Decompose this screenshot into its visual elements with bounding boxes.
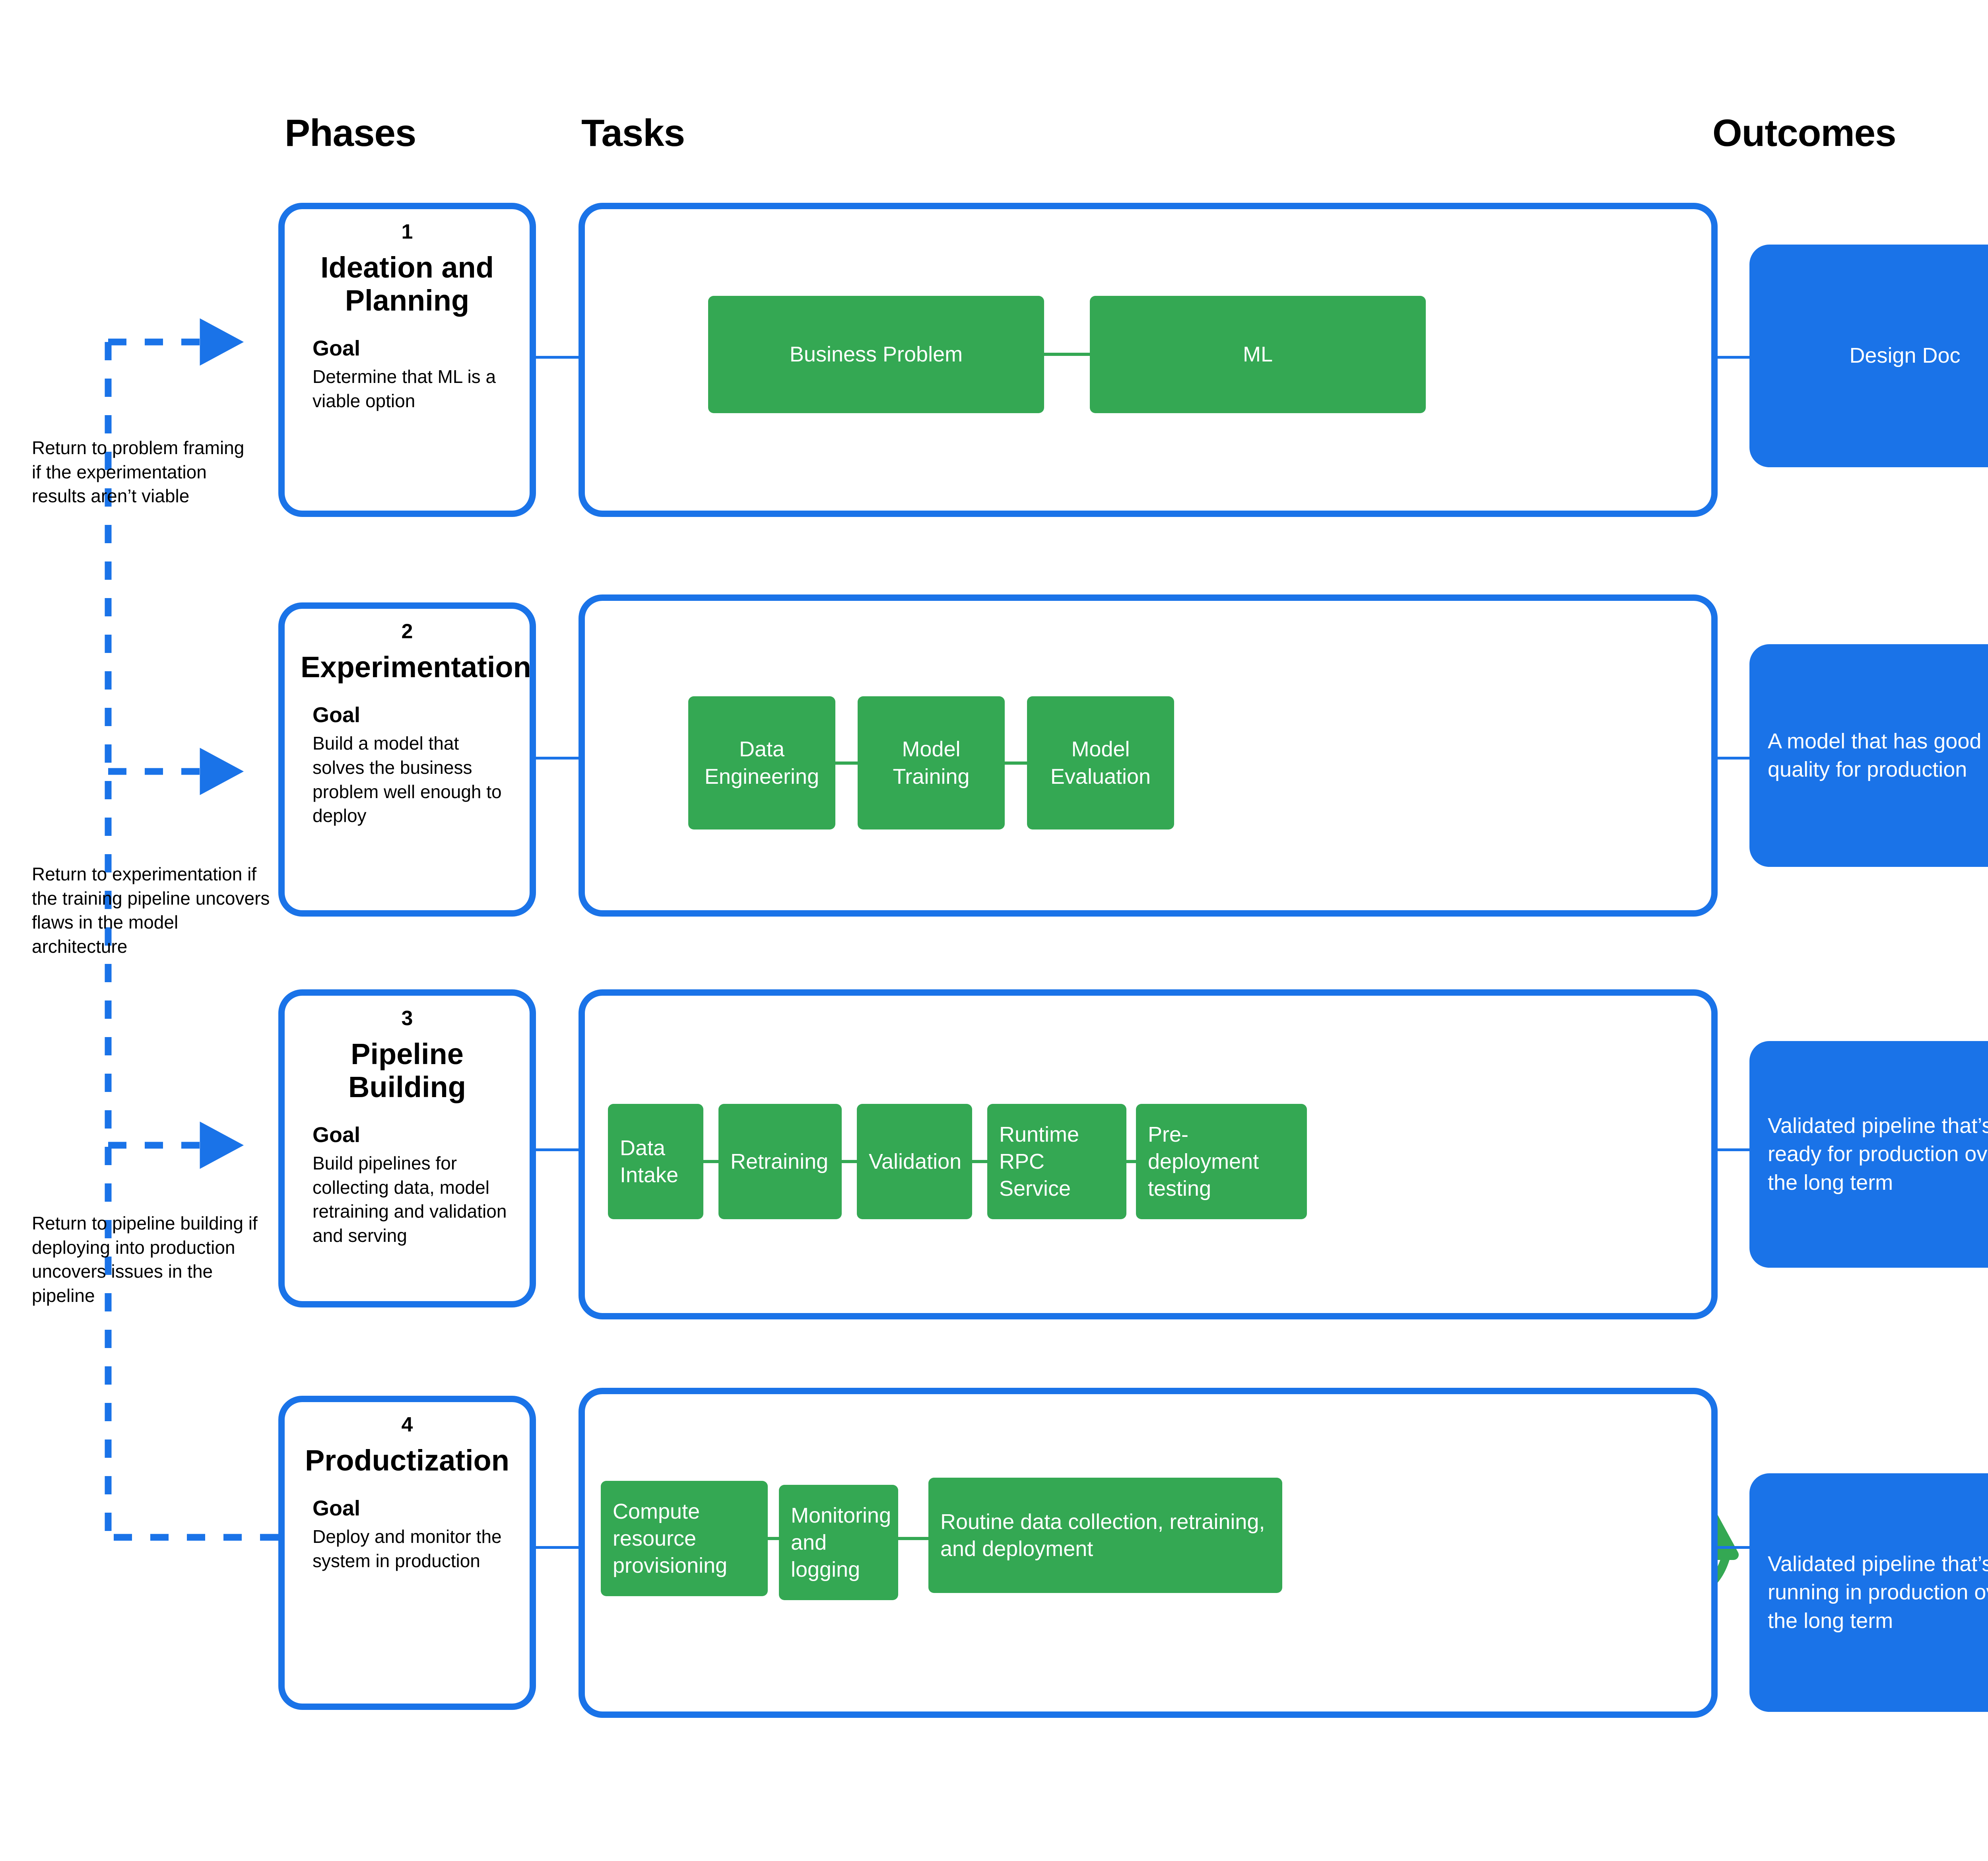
phase-title: Ideation and Planning: [320, 251, 494, 317]
goal-label: Goal: [313, 1123, 361, 1147]
goal-label: Goal: [313, 703, 361, 727]
task-strip-4: Compute resource provisioning Monitoring…: [585, 1394, 1711, 1711]
task-box[interactable]: Model Training: [858, 696, 1005, 829]
task-box[interactable]: Runtime RPC Service: [987, 1104, 1126, 1219]
phase-number: 2: [401, 620, 413, 643]
phase-to-tasks-connector-3: [536, 1148, 580, 1151]
phase-card-2[interactable]: 2 Experimentation Goal Build a model tha…: [278, 602, 536, 917]
task-box[interactable]: Data Intake: [608, 1104, 703, 1219]
column-header-tasks: Tasks: [581, 112, 685, 154]
task-connector: [972, 1160, 987, 1163]
tasks-container-2: Data Engineering Model Training Model Ev…: [579, 594, 1718, 917]
task-strip-2: Data Engineering Model Training Model Ev…: [585, 601, 1711, 910]
phase-card-3[interactable]: 3 Pipeline Building Goal Build pipelines…: [278, 989, 536, 1307]
phase-goal: Goal Determine that ML is a viable optio…: [301, 336, 514, 413]
outcome-box-3[interactable]: Validated pipeline that’s ready for prod…: [1749, 1041, 1988, 1268]
task-box[interactable]: Pre-deployment testing: [1136, 1104, 1307, 1219]
task-connector: [898, 1537, 928, 1540]
task-box[interactable]: Compute resource provisioning: [601, 1481, 768, 1596]
column-header-phases: Phases: [285, 112, 416, 154]
task-connector: [1126, 1160, 1136, 1163]
column-header-outcomes: Outcomes: [1712, 112, 1896, 154]
phase-title: Experimentation: [301, 651, 531, 684]
task-box[interactable]: Routine data collection, retraining, and…: [928, 1478, 1282, 1593]
phase-number: 4: [401, 1413, 413, 1436]
phase-to-tasks-connector-2: [536, 757, 580, 760]
phase-title: Productization: [305, 1444, 509, 1477]
task-box[interactable]: Model Evaluation: [1027, 696, 1174, 829]
outcome-box-2[interactable]: A model that has good quality for produc…: [1749, 644, 1988, 867]
goal-label: Goal: [313, 336, 361, 361]
tasks-to-outcome-connector-4: [1718, 1546, 1754, 1549]
phase-to-tasks-connector-1: [536, 356, 580, 359]
task-box[interactable]: Retraining: [718, 1104, 842, 1219]
task-connector: [1044, 353, 1090, 356]
task-strip-1: Business Problem ML: [585, 209, 1711, 511]
tasks-container-4: Compute resource provisioning Monitoring…: [579, 1388, 1718, 1718]
tasks-container-1: Business Problem ML: [579, 203, 1718, 517]
task-connector: [768, 1537, 779, 1540]
goal-label: Goal: [313, 1496, 361, 1521]
annotation-return-to-experimentation-training: Return to experimentation if the trainin…: [32, 864, 270, 957]
phase-row-3: 3 Pipeline Building Goal Build pipelines…: [0, 985, 1988, 1319]
outcome-box-4[interactable]: Validated pipeline that’s running in pro…: [1749, 1473, 1988, 1712]
task-box[interactable]: Validation: [857, 1104, 972, 1219]
tasks-to-outcome-connector-1: [1718, 356, 1754, 359]
task-connector: [1005, 761, 1027, 765]
phase-row-1: 1 Ideation and Planning Goal Determine t…: [0, 199, 1988, 517]
phase-number: 3: [401, 1007, 413, 1030]
annotation-return-to-problem-framing: Return to problem framing if the experim…: [32, 437, 245, 507]
phase-card-1[interactable]: 1 Ideation and Planning Goal Determine t…: [278, 203, 536, 517]
task-connector: [842, 1160, 857, 1163]
annotation-return-to-pipeline-building: Return to pipeline building if deploying…: [32, 1213, 258, 1306]
goal-text: Build pipelines for collecting data, mod…: [313, 1152, 507, 1246]
phase-row-2: 2 Experimentation Goal Build a model tha…: [0, 594, 1988, 917]
task-box[interactable]: Data Engineering: [688, 696, 835, 829]
task-connector: [703, 1160, 718, 1163]
tasks-to-outcome-connector-3: [1718, 1148, 1754, 1151]
tasks-container-3: Data Intake Retraining Validation Runtim…: [579, 989, 1718, 1319]
task-box[interactable]: ML: [1090, 296, 1426, 413]
phase-to-tasks-connector-4: [536, 1546, 580, 1549]
phase-goal: Goal Deploy and monitor the system in pr…: [301, 1496, 514, 1573]
task-connector: [835, 761, 858, 765]
task-box[interactable]: Monitoring and logging: [779, 1485, 898, 1600]
phase-goal: Goal Build a model that solves the busin…: [301, 702, 514, 828]
phase-card-4[interactable]: 4 Productization Goal Deploy and monitor…: [278, 1396, 536, 1710]
outcome-box-1[interactable]: Design Doc: [1749, 245, 1988, 467]
goal-text: Deploy and monitor the system in product…: [313, 1526, 502, 1571]
task-strip-3: Data Intake Retraining Validation Runtim…: [585, 996, 1711, 1313]
phase-title: Pipeline Building: [348, 1037, 466, 1104]
phase-row-4: 4 Productization Goal Deploy and monitor…: [0, 1388, 1988, 1718]
phase-number: 1: [401, 220, 413, 243]
tasks-to-outcome-connector-2: [1718, 757, 1754, 760]
phase-goal: Goal Build pipelines for collecting data…: [301, 1122, 514, 1248]
goal-text: Determine that ML is a viable option: [313, 366, 496, 411]
goal-text: Build a model that solves the business p…: [313, 733, 502, 826]
task-box[interactable]: Business Problem: [708, 296, 1044, 413]
